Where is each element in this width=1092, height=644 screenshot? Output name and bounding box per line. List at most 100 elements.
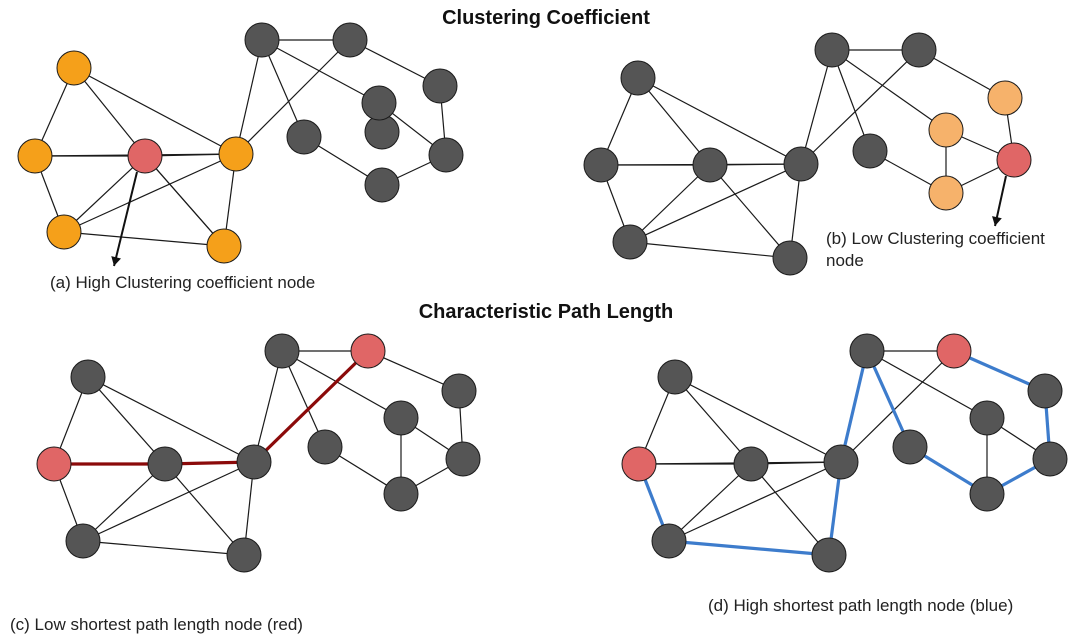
network-node xyxy=(236,444,272,480)
edge xyxy=(629,164,711,243)
edge xyxy=(668,463,752,542)
edge xyxy=(63,153,237,233)
title-characteristic-path-length: Characteristic Path Length xyxy=(419,301,674,323)
neighbor-node xyxy=(218,136,254,172)
caption-b-line2: node xyxy=(826,251,864,270)
network-node xyxy=(620,60,656,96)
edge xyxy=(629,163,802,243)
network-node xyxy=(969,476,1005,512)
panel-b-low-clustering xyxy=(583,32,1032,276)
network-node xyxy=(383,400,419,436)
highlight-path-edge xyxy=(839,350,869,463)
network-node xyxy=(286,119,322,155)
edge xyxy=(261,39,380,104)
network-node xyxy=(814,32,850,68)
neighbor-node xyxy=(928,112,964,148)
edge xyxy=(281,350,326,448)
edge xyxy=(73,67,146,157)
edge xyxy=(866,350,988,419)
focus-node xyxy=(621,446,657,482)
network-node xyxy=(849,333,885,369)
network-node xyxy=(583,147,619,183)
panel-a-high-clustering xyxy=(17,22,464,267)
network-node xyxy=(70,359,106,395)
neighbor-node xyxy=(17,138,53,174)
edge xyxy=(63,231,225,247)
network-node xyxy=(1032,441,1068,477)
network-node xyxy=(307,429,343,465)
edge xyxy=(87,376,166,465)
edge xyxy=(87,376,255,463)
neighbor-node xyxy=(928,175,964,211)
edge xyxy=(73,67,237,155)
caption-d: (d) High shortest path length node (blue… xyxy=(708,596,1013,615)
edge xyxy=(637,77,711,166)
network-node xyxy=(823,444,859,480)
edge xyxy=(840,350,955,463)
arrow-a-shaft xyxy=(113,171,138,267)
network-node xyxy=(772,240,808,276)
network-node xyxy=(811,537,847,573)
network-node xyxy=(969,400,1005,436)
network-node xyxy=(783,146,819,182)
edge xyxy=(637,77,802,165)
edge xyxy=(164,463,245,556)
edge xyxy=(831,49,947,131)
edge xyxy=(800,49,833,165)
focus-node xyxy=(936,333,972,369)
neighbor-node xyxy=(206,228,242,264)
edge xyxy=(668,461,842,542)
neighbor-node xyxy=(56,50,92,86)
network-node xyxy=(612,224,648,260)
network-node xyxy=(422,68,458,104)
arrow-b-head xyxy=(992,216,1002,226)
title-clustering-coefficient: Clustering Coefficient xyxy=(442,7,650,29)
edge xyxy=(82,463,166,542)
panel-d-high-path-length xyxy=(621,333,1068,573)
highlight-path-edge xyxy=(252,349,370,464)
focus-node xyxy=(350,333,386,369)
network-node xyxy=(226,537,262,573)
network-node xyxy=(65,523,101,559)
focus-node xyxy=(127,138,163,174)
network-node xyxy=(445,441,481,477)
network-node xyxy=(441,373,477,409)
network-node xyxy=(651,523,687,559)
edge xyxy=(709,164,791,259)
panel-c-low-path-length xyxy=(36,333,481,573)
focus-node xyxy=(36,446,72,482)
neighbor-node xyxy=(46,214,82,250)
caption-a: (a) High Clustering coefficient node xyxy=(50,273,315,292)
network-node xyxy=(733,446,769,482)
edge xyxy=(63,155,146,233)
edge xyxy=(235,39,263,155)
edge xyxy=(800,49,920,165)
network-node xyxy=(383,476,419,512)
network-node xyxy=(364,167,400,203)
network-node xyxy=(892,429,928,465)
edge xyxy=(674,376,842,463)
edge xyxy=(82,461,255,542)
highlight-path-edge xyxy=(668,539,830,557)
network-node xyxy=(361,85,397,121)
edge xyxy=(629,241,791,259)
edge xyxy=(253,350,283,463)
network-node xyxy=(901,32,937,68)
network-node xyxy=(852,133,888,169)
highlight-path-edge xyxy=(865,350,912,448)
network-node xyxy=(1027,373,1063,409)
edge xyxy=(235,39,351,155)
network-node xyxy=(692,147,728,183)
network-node xyxy=(147,446,183,482)
network-node xyxy=(244,22,280,58)
edge xyxy=(281,350,402,419)
neighbor-node xyxy=(987,80,1023,116)
edge xyxy=(144,155,225,247)
caption-b-line1: (b) Low Clustering coefficient xyxy=(826,229,1045,248)
network-node xyxy=(657,359,693,395)
network-node xyxy=(264,333,300,369)
edge xyxy=(261,39,305,138)
edge xyxy=(750,463,830,556)
network-node xyxy=(428,137,464,173)
